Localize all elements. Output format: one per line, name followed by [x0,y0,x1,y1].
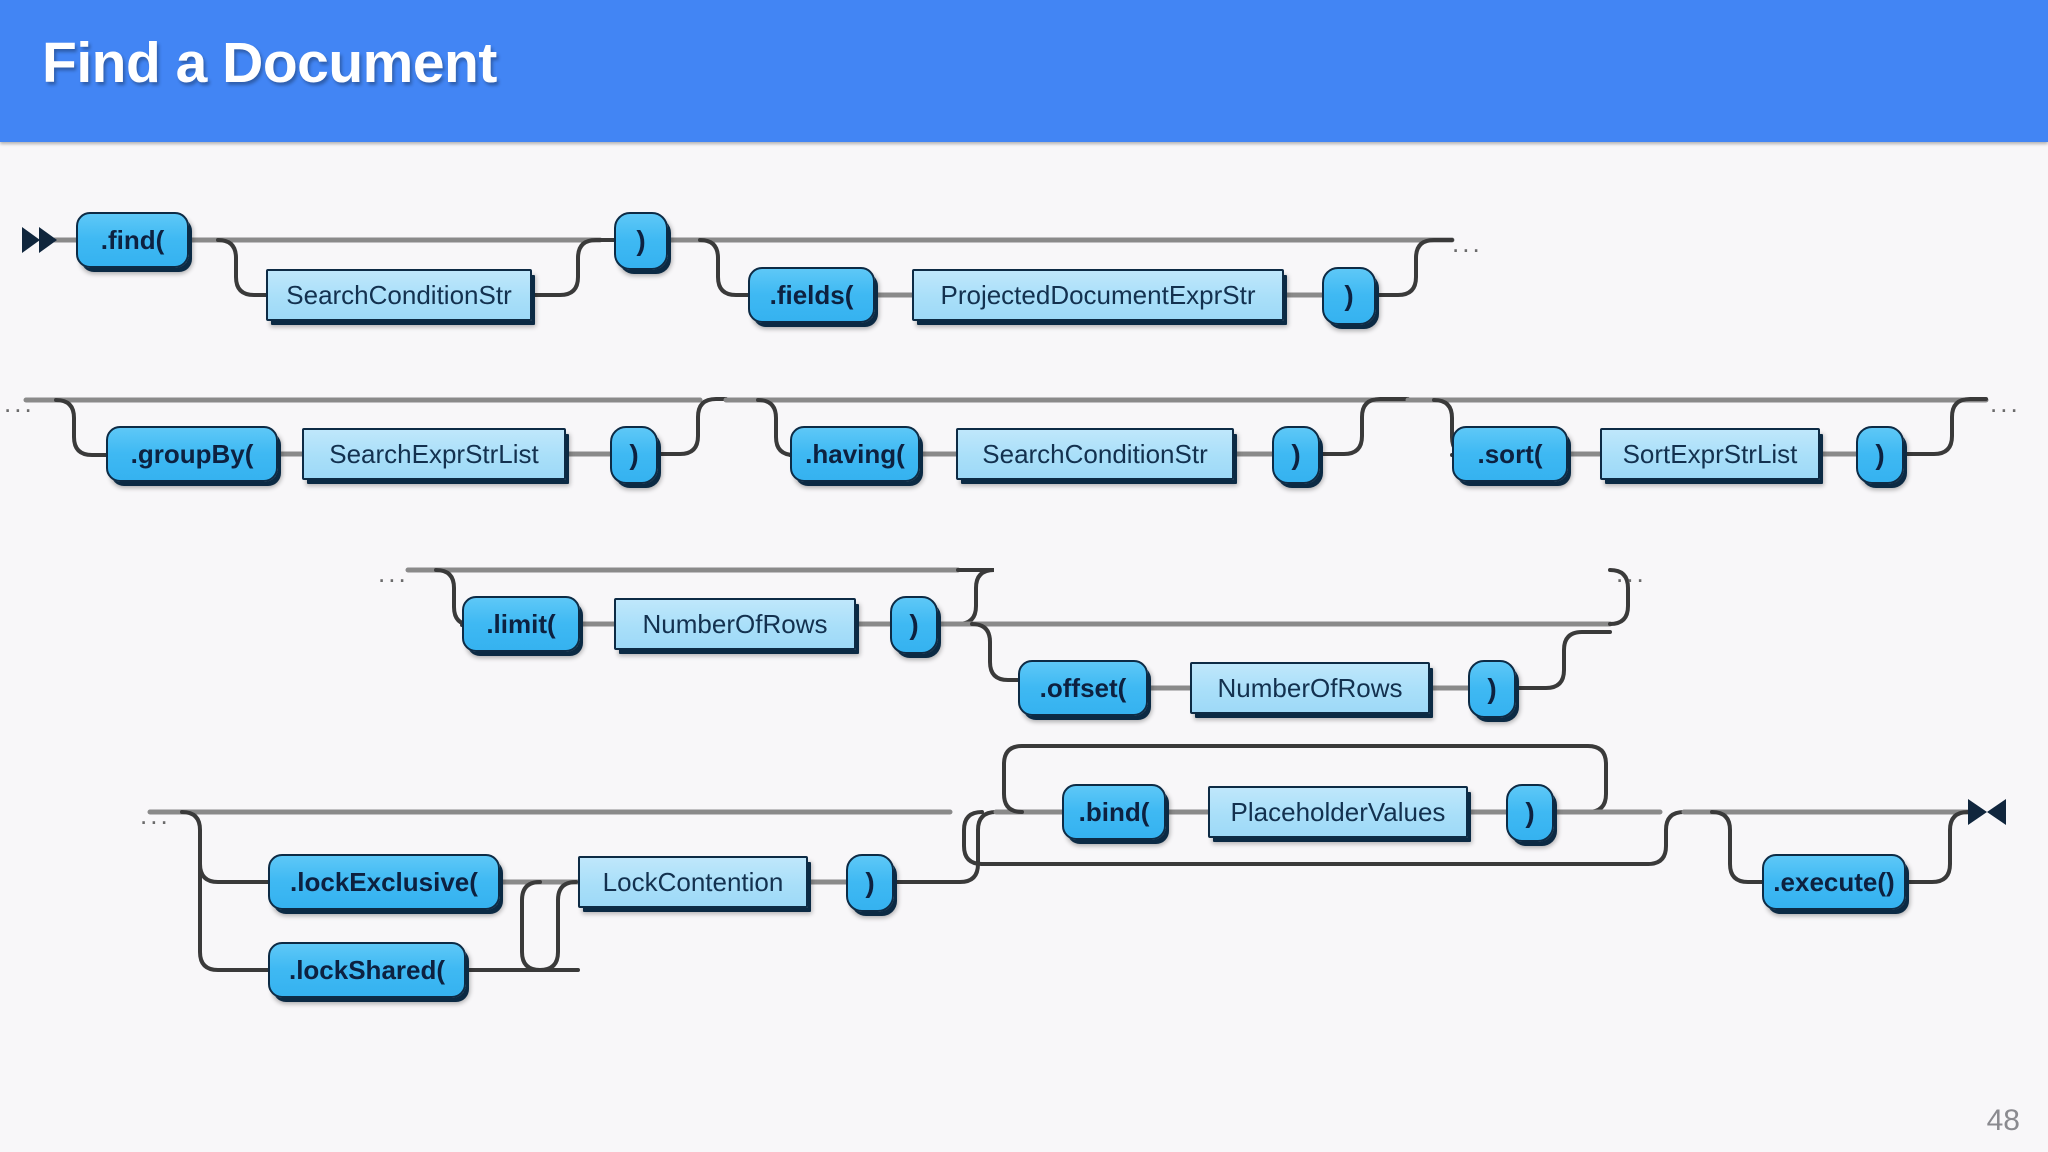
node-offset[interactable]: .offset( [1018,660,1148,716]
start-marker-icon [20,222,64,263]
continuation-dots-row1-end: ... [1452,228,1483,258]
node-search-condition-str-1[interactable]: SearchConditionStr [266,269,532,321]
node-sort[interactable]: .sort( [1452,426,1568,482]
page-title: Find a Document [42,31,497,95]
node-number-of-rows-1[interactable]: NumberOfRows [614,598,856,650]
node-sort-expr-str-list[interactable]: SortExprStrList [1600,428,1820,480]
node-limit[interactable]: .limit( [462,596,580,652]
node-close-paren-lock[interactable]: ) [846,854,894,912]
node-close-paren-limit[interactable]: ) [890,596,938,654]
node-search-condition-str-2[interactable]: SearchConditionStr [956,428,1234,480]
node-close-paren-groupby[interactable]: ) [610,426,658,484]
node-execute[interactable]: .execute() [1762,854,1906,910]
node-find[interactable]: .find( [76,212,189,268]
node-close-paren-bind[interactable]: ) [1506,784,1554,842]
node-lock-shared[interactable]: .lockShared( [268,942,466,998]
continuation-dots-row2-end: ... [1990,388,2021,418]
node-number-of-rows-2[interactable]: NumberOfRows [1190,662,1430,714]
node-close-paren-offset[interactable]: ) [1468,660,1516,718]
continuation-dots-row3-end: ... [1616,558,1647,588]
node-close-paren-fields[interactable]: ) [1322,267,1376,325]
node-projected-document-expr-str[interactable]: ProjectedDocumentExprStr [912,269,1284,321]
node-close-paren-sort[interactable]: ) [1856,426,1904,484]
node-lock-contention[interactable]: LockContention [578,856,808,908]
node-bind[interactable]: .bind( [1062,784,1166,840]
slide-header: Find a Document [0,0,2048,142]
node-close-paren-having[interactable]: ) [1272,426,1320,484]
node-groupby[interactable]: .groupBy( [106,426,278,482]
continuation-dots-row2-start: ... [4,388,35,418]
node-having[interactable]: .having( [790,426,920,482]
node-lock-exclusive[interactable]: .lockExclusive( [268,854,500,910]
node-close-paren-find[interactable]: ) [614,212,668,270]
end-marker-icon [1966,794,2012,835]
railroad-diagram-canvas: ... ... ... ... ... ... .find( SearchCon… [0,142,2048,1152]
node-fields[interactable]: .fields( [748,267,875,323]
node-placeholder-values[interactable]: PlaceholderValues [1208,786,1468,838]
node-search-expr-str-list[interactable]: SearchExprStrList [302,428,566,480]
continuation-dots-row4-start: ... [140,800,171,830]
page-number: 48 [1986,1104,2020,1137]
continuation-dots-row3-start: ... [378,558,409,588]
